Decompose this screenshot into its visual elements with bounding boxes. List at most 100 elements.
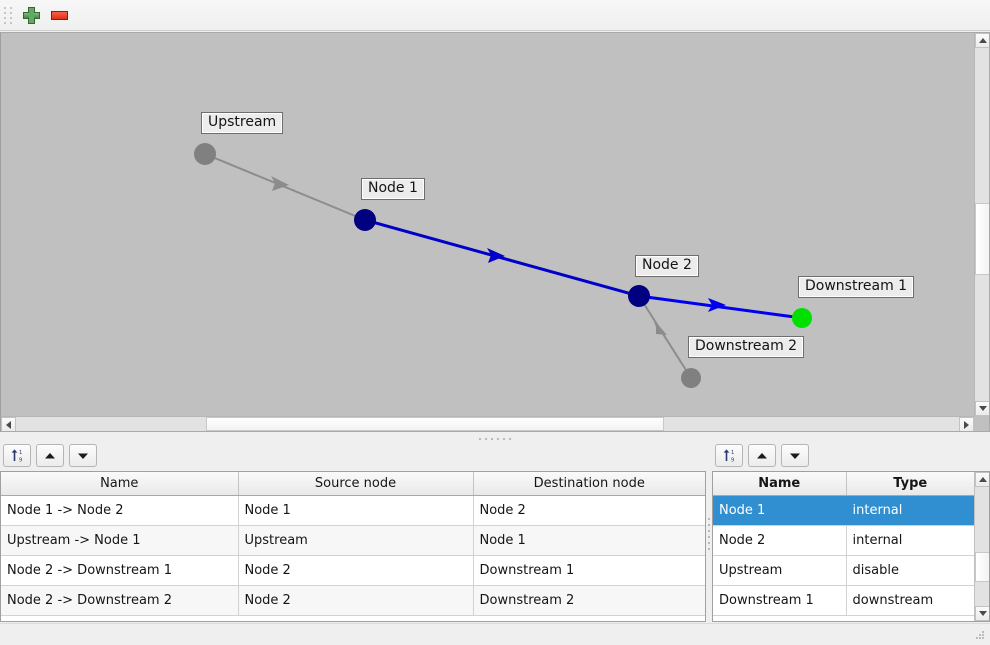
graph-node-downstream1[interactable] [792, 308, 812, 328]
sort-ascending-icon: 1 9 [723, 449, 734, 463]
table-empty-row [1, 615, 705, 621]
nodes-move-up-button[interactable] [748, 444, 776, 467]
node-name[interactable]: Upstream [713, 555, 847, 586]
splitter-grip-icon [708, 518, 710, 550]
chevron-up-icon [978, 477, 987, 482]
nodes-scroll-thumb[interactable] [975, 552, 989, 582]
nodes-panel: 1 9 Name Type [712, 444, 990, 624]
edge-upstream-node1[interactable] [204, 153, 366, 221]
graph-node-label-downstream2[interactable]: Downstream 2 [688, 336, 805, 358]
edges-panel: 1 9 Name Source n [0, 444, 706, 624]
graph-node-downstream2[interactable] [681, 368, 701, 388]
edge-name[interactable]: Node 2 -> Downstream 1 [1, 555, 239, 586]
edge-destination[interactable]: Node 2 [473, 495, 705, 526]
edge-node2-downstream2-arrowhead [653, 319, 667, 335]
table-row[interactable]: Node 1 internal [713, 495, 974, 526]
scroll-right-button[interactable] [959, 417, 974, 431]
graph-svg [194, 143, 812, 388]
edges-table-header-row: Name Source node Destination node [1, 472, 705, 496]
canvas-vertical-scrollbar[interactable] [974, 33, 989, 416]
nodes-table-header-row: Name Type [713, 472, 974, 496]
nodes-table-scrollbar[interactable] [974, 472, 989, 621]
canvas-vscroll-thumb[interactable] [975, 203, 989, 275]
window-resize-grip[interactable] [976, 631, 988, 643]
table-row[interactable]: Node 2 -> Downstream 2 Node 2 Downstream… [1, 585, 705, 616]
nodes-col-name[interactable]: Name [713, 472, 847, 496]
graph-canvas-content[interactable]: Upstream Node 1 Node 2 Downstream 1 Down… [1, 33, 975, 417]
canvas-hscroll-thumb[interactable] [206, 417, 664, 431]
add-node-button[interactable] [17, 2, 45, 28]
graph-node-label-upstream[interactable]: Upstream [201, 112, 284, 134]
empty-cell [846, 615, 974, 621]
edge-node1-node2[interactable] [364, 218, 640, 298]
nodes-col-type[interactable]: Type [846, 472, 974, 496]
nodes-scroll-up-button[interactable] [975, 472, 989, 487]
edge-source[interactable]: Node 1 [238, 495, 474, 526]
graph-node-upstream[interactable] [194, 143, 216, 165]
graph-node-label-node1[interactable]: Node 1 [361, 178, 425, 200]
canvas-horizontal-scrollbar[interactable] [1, 416, 974, 431]
edge-name[interactable]: Node 1 -> Node 2 [1, 495, 239, 526]
arrow-up-icon [45, 452, 55, 458]
edge-name[interactable]: Node 2 -> Downstream 2 [1, 585, 239, 616]
minus-icon [50, 10, 68, 20]
node-type[interactable]: downstream [846, 585, 974, 616]
edge-source[interactable]: Node 2 [238, 585, 474, 616]
edges-col-name[interactable]: Name [1, 472, 239, 496]
edges-table-container[interactable]: Name Source node Destination node Node 1… [0, 471, 706, 622]
graph-canvas[interactable]: Upstream Node 1 Node 2 Downstream 1 Down… [0, 32, 990, 432]
node-type[interactable]: internal [846, 525, 974, 556]
vertical-splitter[interactable] [706, 444, 712, 624]
nodes-move-down-button[interactable] [781, 444, 809, 467]
table-row[interactable]: Node 1 -> Node 2 Node 1 Node 2 [1, 495, 705, 526]
edge-destination[interactable]: Downstream 1 [473, 555, 705, 586]
nodes-table: Name Type Node 1 internal Node 2 interna… [713, 472, 974, 621]
table-row[interactable]: Upstream -> Node 1 Upstream Node 1 [1, 525, 705, 556]
scroll-left-button[interactable] [1, 417, 16, 431]
empty-cell [238, 615, 473, 621]
node-name[interactable]: Node 2 [713, 525, 847, 556]
status-bar [0, 623, 990, 645]
nodes-scroll-track[interactable] [975, 487, 989, 606]
edges-sort-button[interactable]: 1 9 [3, 444, 31, 467]
horizontal-splitter[interactable] [0, 433, 990, 444]
toolbar-drag-handle[interactable] [3, 4, 13, 26]
edge-node2-downstream2[interactable] [638, 295, 692, 379]
chevron-left-icon [6, 420, 11, 429]
svg-text:9: 9 [731, 457, 734, 463]
empty-cell [713, 615, 846, 621]
nodes-sort-button[interactable]: 1 9 [715, 444, 743, 467]
graph-node-node2[interactable] [628, 285, 650, 307]
edge-name[interactable]: Upstream -> Node 1 [1, 525, 239, 556]
table-row[interactable]: Downstream 1 downstream [713, 585, 974, 616]
edges-move-down-button[interactable] [69, 444, 97, 467]
splitter-grip-icon [479, 437, 511, 440]
chevron-right-icon [964, 420, 969, 429]
arrow-down-icon [78, 453, 88, 459]
node-name[interactable]: Node 1 [713, 495, 847, 526]
edges-col-destination[interactable]: Destination node [473, 472, 705, 496]
edge-source[interactable]: Upstream [238, 525, 474, 556]
graph-node-label-downstream1[interactable]: Downstream 1 [798, 276, 915, 298]
edge-destination[interactable]: Downstream 2 [473, 585, 705, 616]
edges-col-source[interactable]: Source node [238, 472, 474, 496]
node-type[interactable]: disable [846, 555, 974, 586]
nodes-scroll-down-button[interactable] [975, 606, 989, 621]
graph-node-node1[interactable] [354, 209, 376, 231]
edge-node2-downstream1-arrowhead [708, 298, 726, 312]
table-row[interactable]: Node 2 -> Downstream 1 Node 2 Downstream… [1, 555, 705, 586]
empty-cell [1, 615, 238, 621]
nodes-table-container[interactable]: Name Type Node 1 internal Node 2 interna… [712, 471, 990, 622]
table-row[interactable]: Upstream disable [713, 555, 974, 586]
node-name[interactable]: Downstream 1 [713, 585, 847, 616]
scroll-up-button[interactable] [975, 33, 989, 48]
edges-move-up-button[interactable] [36, 444, 64, 467]
edge-destination[interactable]: Node 1 [473, 525, 705, 556]
table-row[interactable]: Node 2 internal [713, 525, 974, 556]
node-type[interactable]: internal [846, 495, 974, 526]
scroll-down-button[interactable] [975, 401, 989, 416]
remove-node-button[interactable] [45, 2, 73, 28]
edge-source[interactable]: Node 2 [238, 555, 474, 586]
graph-node-label-node2[interactable]: Node 2 [635, 255, 699, 277]
